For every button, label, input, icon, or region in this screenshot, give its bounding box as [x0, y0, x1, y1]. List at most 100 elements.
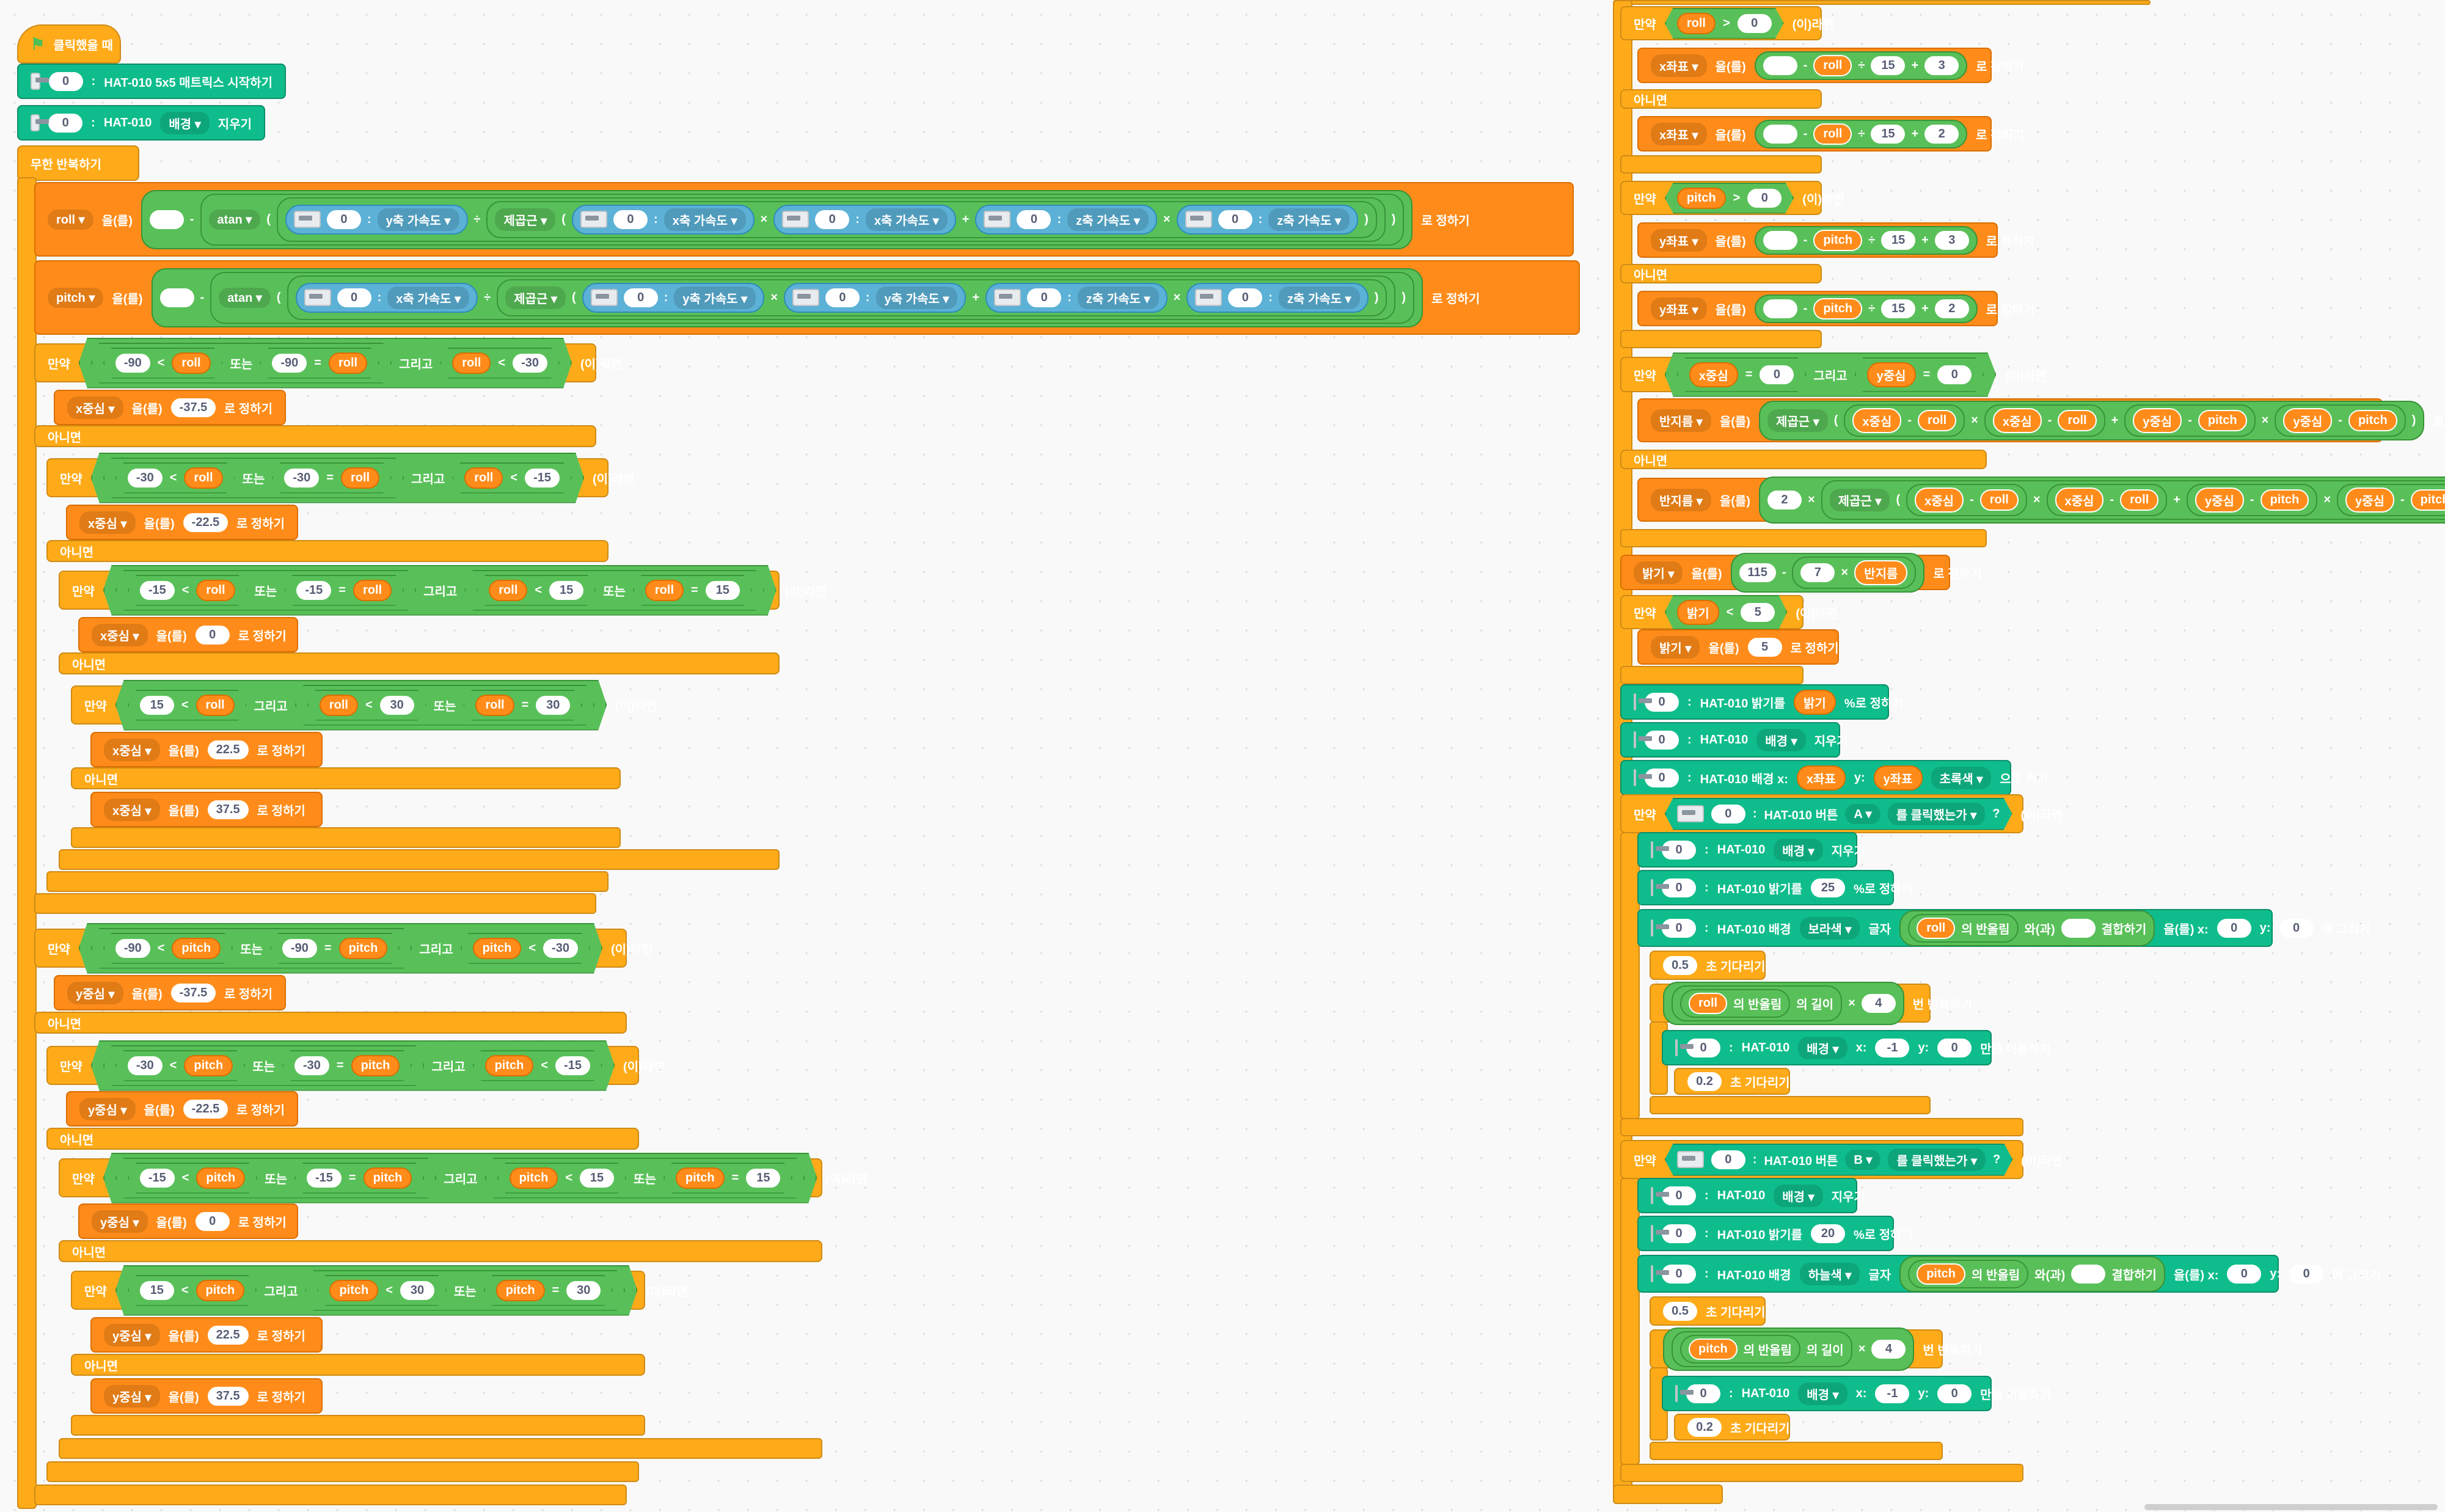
- var-dropdown[interactable]: y좌표: [1651, 297, 1707, 320]
- num-input[interactable]: 2: [1924, 124, 1959, 144]
- num-input[interactable]: -90: [282, 939, 317, 958]
- num-input[interactable]: 0.5: [1663, 1301, 1697, 1321]
- var-dropdown[interactable]: 반지름: [1651, 488, 1711, 511]
- when-flag-clicked-hat[interactable]: ⚑ 클릭했을 때: [17, 24, 121, 64]
- xc-reporter[interactable]: x중심: [1689, 362, 1738, 387]
- wait-block[interactable]: 0.2 초 기다리기: [1674, 1068, 1790, 1095]
- mult-reporter[interactable]: 2 × 제곱근 ( x중심-roll × x중심-roll + y중심-pitc…: [1758, 476, 2445, 524]
- roll-reporter[interactable]: roll: [2120, 489, 2159, 511]
- forever-block[interactable]: 무한 반복하기: [17, 145, 139, 181]
- if-center-zero[interactable]: 만약 x중심=0 그리고 y중심=0 (이)라면: [1620, 357, 2047, 392]
- pitch-reporter[interactable]: pitch: [496, 1280, 545, 1301]
- num-input[interactable]: 0: [1937, 1038, 1972, 1057]
- eq-condition[interactable]: roll=15: [633, 575, 752, 606]
- num-input[interactable]: 0: [1937, 1384, 1972, 1403]
- if-xc-1[interactable]: 만약 -90<roll 또는 -90=roll 그리고 roll<-30 (이)…: [34, 343, 623, 382]
- num-input[interactable]: 4: [1861, 993, 1896, 1013]
- num-input[interactable]: -37.5: [170, 398, 216, 417]
- port-input[interactable]: 0: [48, 113, 83, 133]
- set-yp-block[interactable]: y좌표 을(를) 0-pitch÷15+2 로 정하기: [1637, 291, 2034, 326]
- if-bright-lt-5[interactable]: 만약 밝기<5 (이)라면: [1620, 595, 1838, 629]
- if-yc-2[interactable]: 만약 -30<pitch 또는 -30=pitch 그리고 pitch<-15 …: [46, 1046, 665, 1085]
- if-xc-2[interactable]: 만약 -30<roll 또는 -30=roll 그리고 roll<-15 (이)…: [46, 458, 635, 497]
- num-input[interactable]: 0: [1747, 189, 1782, 208]
- pitch-reporter[interactable]: pitch: [339, 938, 388, 959]
- num-input[interactable]: 2: [1767, 490, 1802, 509]
- set-led-bright-block[interactable]: 0 : HAT-010 밝기를 밝기 %로 정하기: [1620, 684, 1904, 720]
- lt-condition[interactable]: pitch<-15: [473, 1050, 602, 1081]
- num-input[interactable]: -15: [140, 1169, 175, 1188]
- subtract-reporter[interactable]: 0 - atan ( 0 : y축 가속도 ÷ 제곱근 (: [141, 189, 1413, 249]
- eq-condition[interactable]: y중심=0: [1855, 357, 1984, 392]
- draw-pixel-block[interactable]: 0 : HAT-010 배경 x: x좌표 y: y좌표 초록색 으로 켜기: [1620, 760, 2048, 795]
- z-accel-reporter[interactable]: 0 : z축 가속도: [975, 204, 1157, 235]
- sub-reporter[interactable]: y중심-pitch: [2124, 404, 2256, 437]
- num-input[interactable]: 115: [1739, 563, 1776, 582]
- bg-dropdown[interactable]: 배경: [1756, 728, 1806, 751]
- axis-dropdown[interactable]: y축 가속도: [875, 286, 958, 309]
- if-xc-3[interactable]: 만약 -15<roll 또는 -15=roll 그리고 roll<15 또는 r…: [59, 570, 827, 611]
- set-yc-block[interactable]: y중심 을(를) 0 로 정하기: [78, 1203, 298, 1239]
- pitch-reporter[interactable]: pitch: [1677, 188, 1726, 209]
- sub-reporter[interactable]: x중심-roll: [1984, 404, 2105, 437]
- pitch-reporter[interactable]: pitch: [485, 1055, 534, 1076]
- port-input[interactable]: 0: [825, 288, 860, 307]
- if-roll-gt-0[interactable]: 만약 roll>0 (이)라면: [1620, 6, 1834, 40]
- pitch-reporter[interactable]: pitch: [184, 1055, 233, 1076]
- num-input[interactable]: -30: [128, 1056, 163, 1075]
- set-xc-block[interactable]: x중심 을(를) 37.5 로 정하기: [90, 792, 323, 827]
- roll-reporter[interactable]: roll: [464, 467, 503, 489]
- gt-condition[interactable]: pitch>0: [1665, 183, 1794, 214]
- roll-reporter[interactable]: roll: [341, 467, 379, 489]
- blank-input[interactable]: 0: [149, 210, 184, 229]
- roll-reporter[interactable]: roll: [1813, 54, 1852, 76]
- num-input[interactable]: -22.5: [183, 1099, 228, 1119]
- num-input[interactable]: 5: [1747, 637, 1782, 657]
- port-input[interactable]: 0: [613, 210, 648, 229]
- clicked-dropdown[interactable]: 를 클릭했는가: [1888, 1149, 1986, 1171]
- gt-condition[interactable]: roll>0: [1665, 8, 1784, 39]
- sqrt-reporter[interactable]: 제곱근 ( 0 : y축 가속도 × 0 :: [497, 279, 1387, 316]
- num-input[interactable]: 4: [1871, 1339, 1906, 1359]
- sub-reporter[interactable]: y중심-pitch: [2186, 483, 2318, 516]
- condition[interactable]: -15<pitch 또는 -15=pitch 그리고 pitch<15 또는 p…: [103, 1153, 817, 1203]
- pitch-reporter[interactable]: pitch: [196, 1167, 245, 1189]
- num-input[interactable]: 0: [2289, 1264, 2324, 1284]
- var-dropdown[interactable]: x중심: [79, 511, 136, 534]
- var-dropdown[interactable]: x중심: [104, 738, 160, 761]
- set-xc-block[interactable]: x중심 을(를) 22.5 로 정하기: [90, 732, 323, 767]
- condition[interactable]: -90<roll 또는 -90=roll 그리고 roll<-30: [79, 338, 572, 389]
- or-condition[interactable]: -15<roll 또는 -15=roll: [115, 570, 416, 611]
- num-input[interactable]: 37.5: [207, 800, 249, 819]
- bg-dropdown[interactable]: 배경: [1798, 1036, 1847, 1059]
- expr-reporter[interactable]: 0-pitch÷15+2: [1754, 294, 1978, 323]
- lt-condition[interactable]: pitch<15: [497, 1163, 626, 1194]
- set-xp-block[interactable]: x좌표 을(를) 0-roll÷15+3 로 정하기: [1637, 48, 2024, 83]
- axis-dropdown[interactable]: x축 가속도: [865, 208, 948, 231]
- yc-reporter[interactable]: y중심: [1867, 362, 1916, 387]
- num-input[interactable]: 0: [1738, 14, 1772, 33]
- xc-reporter[interactable]: x중심: [1915, 487, 1964, 513]
- num-input[interactable]: 15: [1871, 124, 1906, 144]
- port-input[interactable]: 0: [1662, 1224, 1696, 1243]
- pitch-reporter[interactable]: pitch: [1813, 298, 1863, 320]
- lt-condition[interactable]: -15<pitch: [128, 1163, 257, 1194]
- blank-input[interactable]: 0: [2061, 918, 2096, 938]
- num-input[interactable]: -1: [1875, 1038, 1910, 1057]
- lt-condition[interactable]: 15<roll: [128, 690, 247, 721]
- roll-reporter[interactable]: roll: [645, 580, 684, 601]
- eq-condition[interactable]: -90=pitch: [270, 933, 400, 964]
- num-input[interactable]: 25: [1810, 878, 1845, 897]
- lt-condition[interactable]: -15<roll: [128, 575, 247, 606]
- num-input[interactable]: 7: [1800, 563, 1835, 582]
- expr-reporter[interactable]: 0-pitch÷15+3: [1754, 225, 1978, 255]
- set-led-bright-block[interactable]: 0 : HAT-010 밝기를 20 %로 정하기: [1637, 1216, 1913, 1251]
- var-dropdown[interactable]: x중심: [92, 623, 148, 646]
- condition[interactable]: -30<roll 또는 -30=roll 그리고 roll<-15: [91, 453, 584, 503]
- num-input[interactable]: -1: [1875, 1384, 1910, 1403]
